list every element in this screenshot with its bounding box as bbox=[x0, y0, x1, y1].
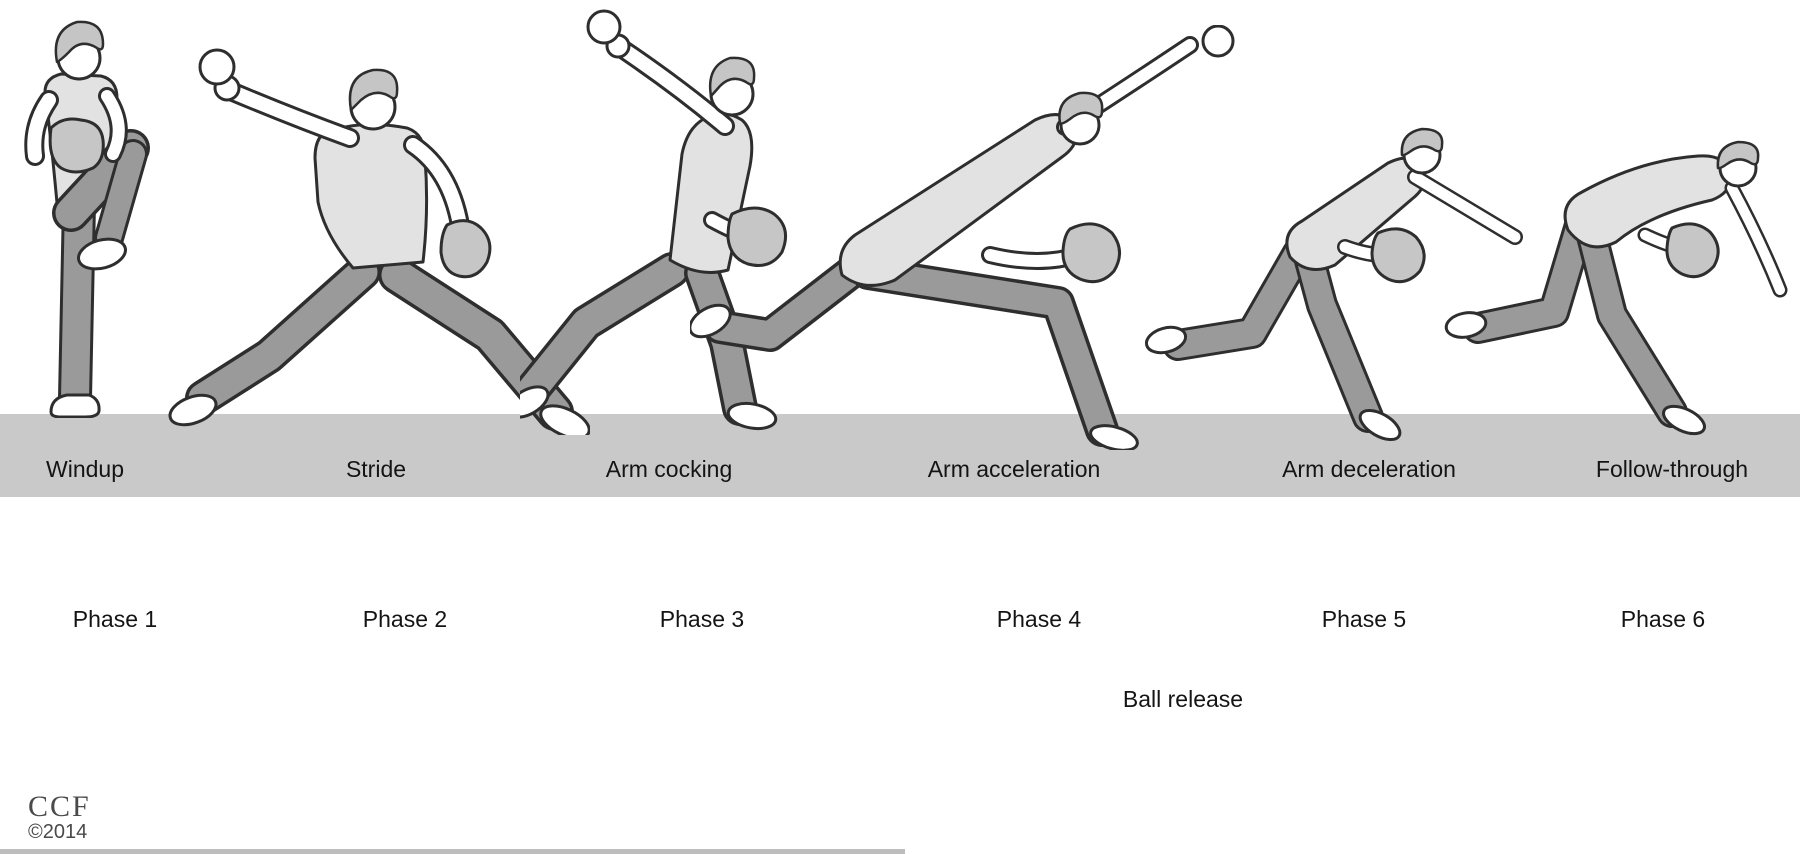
back-leg-shape bbox=[1165, 240, 1311, 358]
pitcher-figure-follow-through bbox=[1444, 140, 1788, 436]
baseball-icon bbox=[198, 48, 236, 86]
leg-shape bbox=[61, 189, 93, 412]
foot-shape bbox=[1358, 408, 1402, 442]
arm-shape bbox=[27, 93, 56, 163]
ball-release-label: Ball release bbox=[1122, 686, 1244, 712]
torso-shape bbox=[313, 122, 429, 270]
glove-icon bbox=[1665, 222, 1720, 279]
baseball-icon bbox=[586, 9, 622, 45]
phase-label-1: Phase 1 bbox=[72, 606, 158, 632]
phase-label-2: Phase 2 bbox=[362, 606, 448, 632]
back-leg-shape bbox=[520, 255, 687, 405]
lifted-shin-shape bbox=[97, 142, 145, 250]
pitcher-figure-windup bbox=[24, 20, 150, 418]
foot-shape bbox=[77, 237, 127, 271]
pitcher-figure-arm-deceleration bbox=[1144, 127, 1523, 442]
hair-shape bbox=[348, 68, 399, 112]
throwing-arm-shape bbox=[226, 85, 357, 145]
foot-shape bbox=[520, 385, 550, 419]
back-leg-shape bbox=[188, 257, 378, 413]
stage-label-windup: Windup bbox=[46, 456, 124, 482]
baseball-released-icon bbox=[1201, 25, 1235, 58]
hair-shape bbox=[54, 20, 105, 64]
phase-label-4: Phase 4 bbox=[996, 606, 1082, 632]
credit-year-label: ©2014 bbox=[28, 821, 88, 843]
hair-shape bbox=[1716, 140, 1760, 170]
pitcher-figure-arm-cocking bbox=[520, 9, 788, 431]
foot-shape bbox=[539, 404, 590, 435]
back-leg-shape bbox=[706, 253, 872, 349]
front-leg-shape bbox=[854, 259, 1116, 444]
back-leg-shape bbox=[1465, 212, 1593, 341]
glove-icon bbox=[726, 206, 788, 267]
stage-label-stride: Stride bbox=[345, 456, 407, 482]
stage-label-arm-cocking: Arm cocking bbox=[605, 456, 733, 482]
arm-shape bbox=[101, 90, 125, 160]
throwing-arm-shape bbox=[1727, 183, 1785, 295]
foot-shape bbox=[1444, 311, 1488, 339]
glove-icon bbox=[439, 219, 492, 279]
hair-shape bbox=[708, 56, 756, 98]
foot-shape bbox=[168, 393, 218, 427]
glove-icon bbox=[1061, 222, 1121, 284]
ground-strip bbox=[0, 414, 1800, 497]
front-leg-shape bbox=[1295, 240, 1381, 430]
glove-arm-shape bbox=[406, 138, 467, 232]
stage-label-arm-acceleration: Arm acceleration bbox=[927, 456, 1101, 482]
phase-label-3: Phase 3 bbox=[659, 606, 745, 632]
phase-label-5: Phase 5 bbox=[1321, 606, 1407, 632]
foot-shape bbox=[1089, 424, 1139, 450]
throwing-arm-shape bbox=[1409, 171, 1521, 243]
stage-label-arm-deceleration: Arm deceleration bbox=[1282, 456, 1456, 482]
hair-shape bbox=[1400, 127, 1444, 157]
glove-icon bbox=[48, 117, 105, 174]
foot-shape bbox=[49, 393, 101, 418]
credit-org-label: CCF bbox=[28, 790, 91, 823]
front-leg-shape bbox=[1577, 215, 1685, 425]
foot-shape bbox=[690, 303, 732, 339]
throwing-arm-shape bbox=[617, 43, 732, 133]
stage-label-follow-through: Follow-through bbox=[1595, 456, 1749, 482]
phase-label-6: Phase 6 bbox=[1620, 606, 1706, 632]
pitcher-figure-arm-acceleration bbox=[690, 25, 1235, 450]
foot-shape bbox=[1662, 404, 1706, 436]
foot-shape bbox=[726, 401, 778, 431]
bottom-edge-strip bbox=[0, 849, 905, 854]
hair-shape bbox=[1058, 91, 1104, 125]
glove-icon bbox=[1370, 227, 1426, 284]
foot-shape bbox=[1144, 325, 1188, 355]
